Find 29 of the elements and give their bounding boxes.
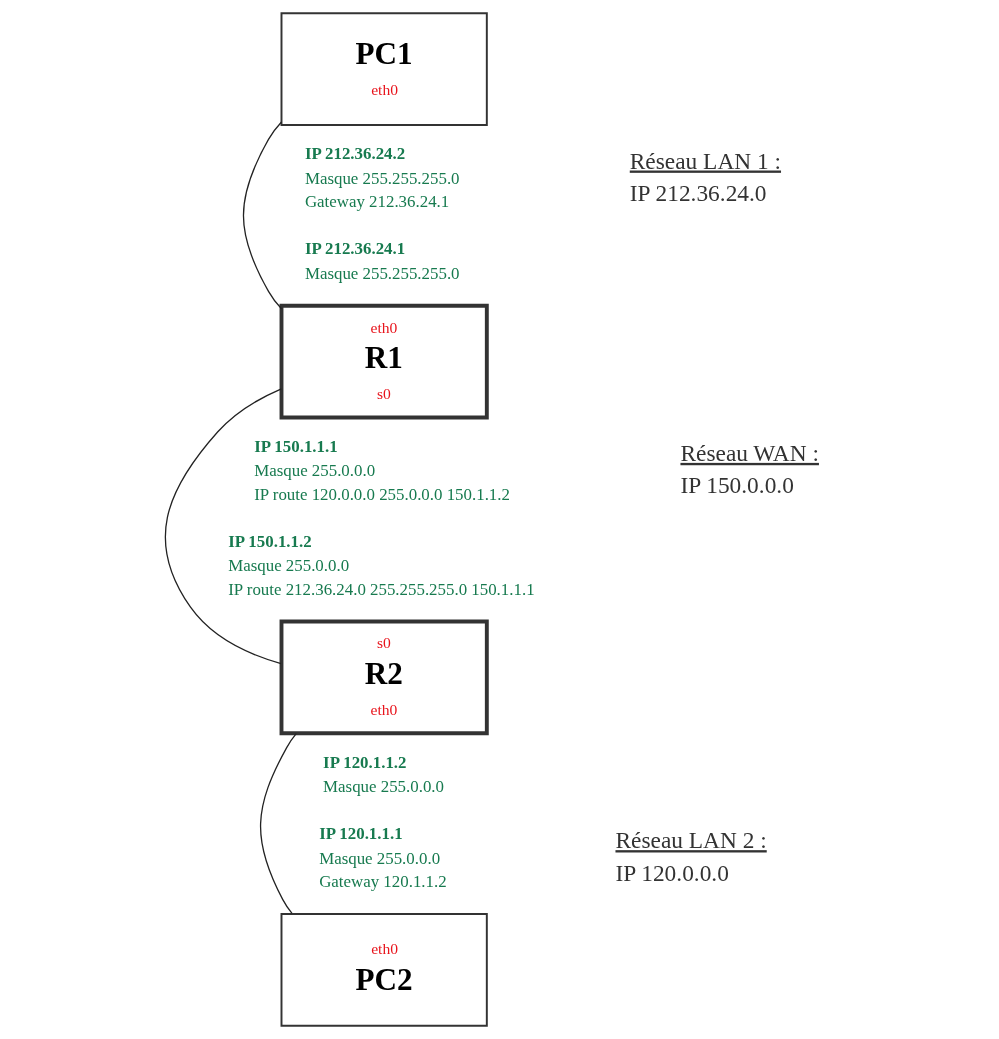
label: Réseau WAN : — [680, 439, 819, 466]
connector — [259, 733, 297, 915]
label: Réseau LAN 2 : — [615, 827, 767, 854]
label: IP 150.1.1.1 — [254, 436, 338, 456]
label: IP 120.1.1.2 — [323, 752, 407, 772]
label: Gateway 120.1.1.2 — [319, 872, 447, 892]
label: IP 212.36.24.0 — [629, 179, 767, 206]
label: Masque 255.0.0.0 — [228, 556, 350, 576]
node-box: PC1 eth0 — [280, 12, 488, 127]
node-box: s0 R2 eth0 — [279, 619, 489, 736]
label: IP 150.0.0.0 — [680, 472, 794, 499]
label: Masque 255.0.0.0 — [319, 848, 441, 868]
node-box: eth0 PC2 — [280, 912, 488, 1027]
label: Gateway 212.36.24.1 — [304, 192, 450, 212]
label: IP 150.1.1.2 — [228, 531, 312, 551]
label: IP route 212.36.24.0 255.255.255.0 150.1.1.1 — [228, 579, 535, 599]
node-box: eth0 R1 s0 — [279, 303, 489, 420]
label: IP 212.36.24.2 — [304, 144, 406, 164]
label: Masque 255.255.255.0 — [304, 169, 460, 189]
label: Masque 255.0.0.0 — [254, 461, 376, 481]
label: Masque 255.255.255.0 — [304, 263, 460, 283]
label: IP route 120.0.0.0 255.0.0.0 150.1.1.2 — [254, 484, 510, 504]
label: IP 120.0.0.0 — [615, 859, 729, 886]
label: Réseau LAN 1 : — [629, 147, 782, 174]
label: Masque 255.0.0.0 — [323, 777, 445, 797]
label: IP 212.36.24.1 — [304, 239, 406, 259]
label: IP 120.1.1.1 — [319, 824, 403, 844]
connector — [242, 121, 283, 310]
connector — [164, 388, 282, 665]
